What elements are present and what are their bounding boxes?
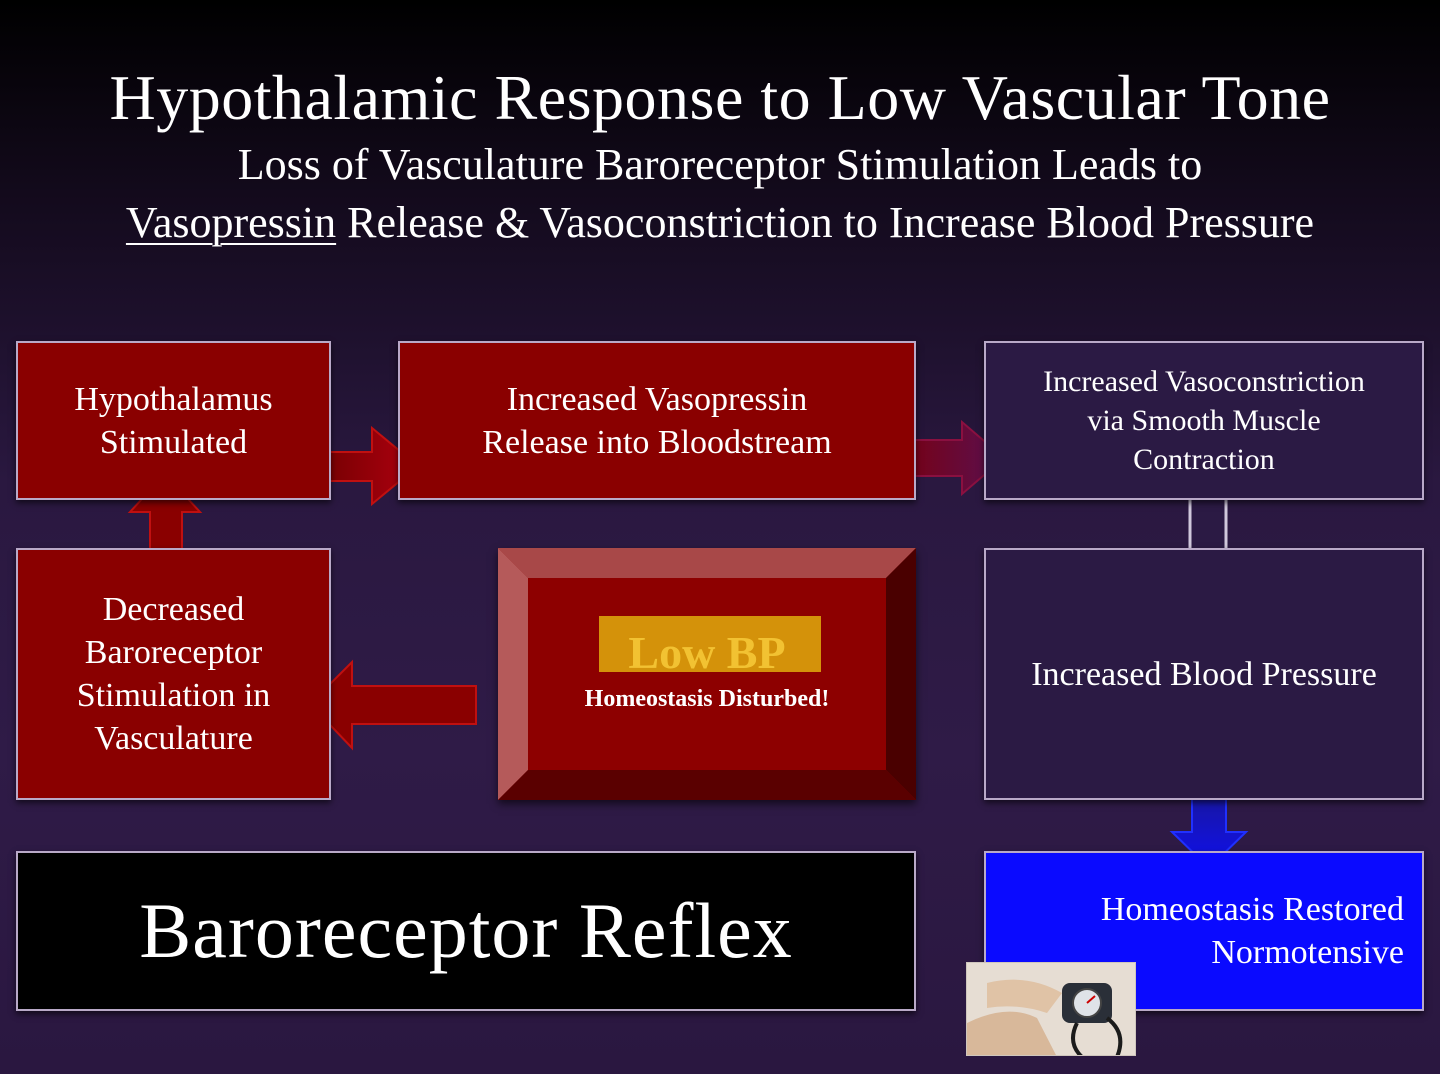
- bevel-right: [886, 548, 916, 800]
- constrict-line1: Increased Vasoconstriction: [1043, 365, 1365, 398]
- bevel-top: [498, 548, 916, 578]
- constrict-line3: Contraction: [1133, 443, 1275, 476]
- vaso-line1: Increased Vasopressin: [506, 380, 808, 418]
- hypo-line2: Stimulated: [99, 423, 248, 461]
- photo-illustration: [967, 963, 1135, 1055]
- bevel-left: [498, 548, 528, 800]
- low-bp-subtitle: Homeostasis Disturbed!: [584, 686, 830, 712]
- arrow-lowbp-to-decreased: [308, 659, 477, 751]
- decr-line2: Baroreceptor: [84, 634, 263, 671]
- box-low-bp: Low BP Homeostasis Disturbed!: [498, 548, 916, 800]
- blood-pressure-cuff-photo: [966, 962, 1136, 1056]
- slide-subtitle-line1: Loss of Vasculature Baroreceptor Stimula…: [237, 140, 1203, 189]
- slide-title: Hypothalamic Response to Low Vascular To…: [109, 62, 1331, 133]
- subtitle-line2-rest: Release & Vasoconstriction to Increase B…: [336, 198, 1315, 247]
- decr-line1: Decreased: [102, 591, 245, 628]
- box-baroreceptor-reflex: Baroreceptor Reflex: [16, 851, 916, 1011]
- low-bp-title: Low BP: [628, 627, 786, 678]
- constrict-line2: via Smooth Muscle: [1087, 404, 1321, 437]
- hypo-line1: Hypothalamus: [74, 380, 273, 418]
- vasopressin-underlined: Vasopressin: [125, 198, 337, 247]
- reflex-label: Baroreceptor Reflex: [139, 887, 793, 974]
- ibp-label: Increased Blood Pressure: [1031, 655, 1377, 693]
- slide-subtitle-line2: Vasopressin Release & Vasoconstriction t…: [0, 196, 1440, 250]
- low-bp-highlight: [599, 616, 821, 672]
- decr-line3: Stimulation in: [76, 677, 271, 714]
- vaso-line2: Release into Bloodstream: [482, 423, 832, 461]
- restored-line1: Homeostasis Restored: [1100, 891, 1404, 928]
- restored-line2: Normotensive: [1211, 934, 1404, 971]
- decr-line4: Vasculature: [94, 720, 253, 757]
- bevel-bottom: [498, 770, 916, 800]
- box-increased-blood-pressure: Increased Blood Pressure: [984, 548, 1424, 800]
- box-increased-vasoconstriction: Increased Vasoconstriction via Smooth Mus…: [984, 341, 1424, 500]
